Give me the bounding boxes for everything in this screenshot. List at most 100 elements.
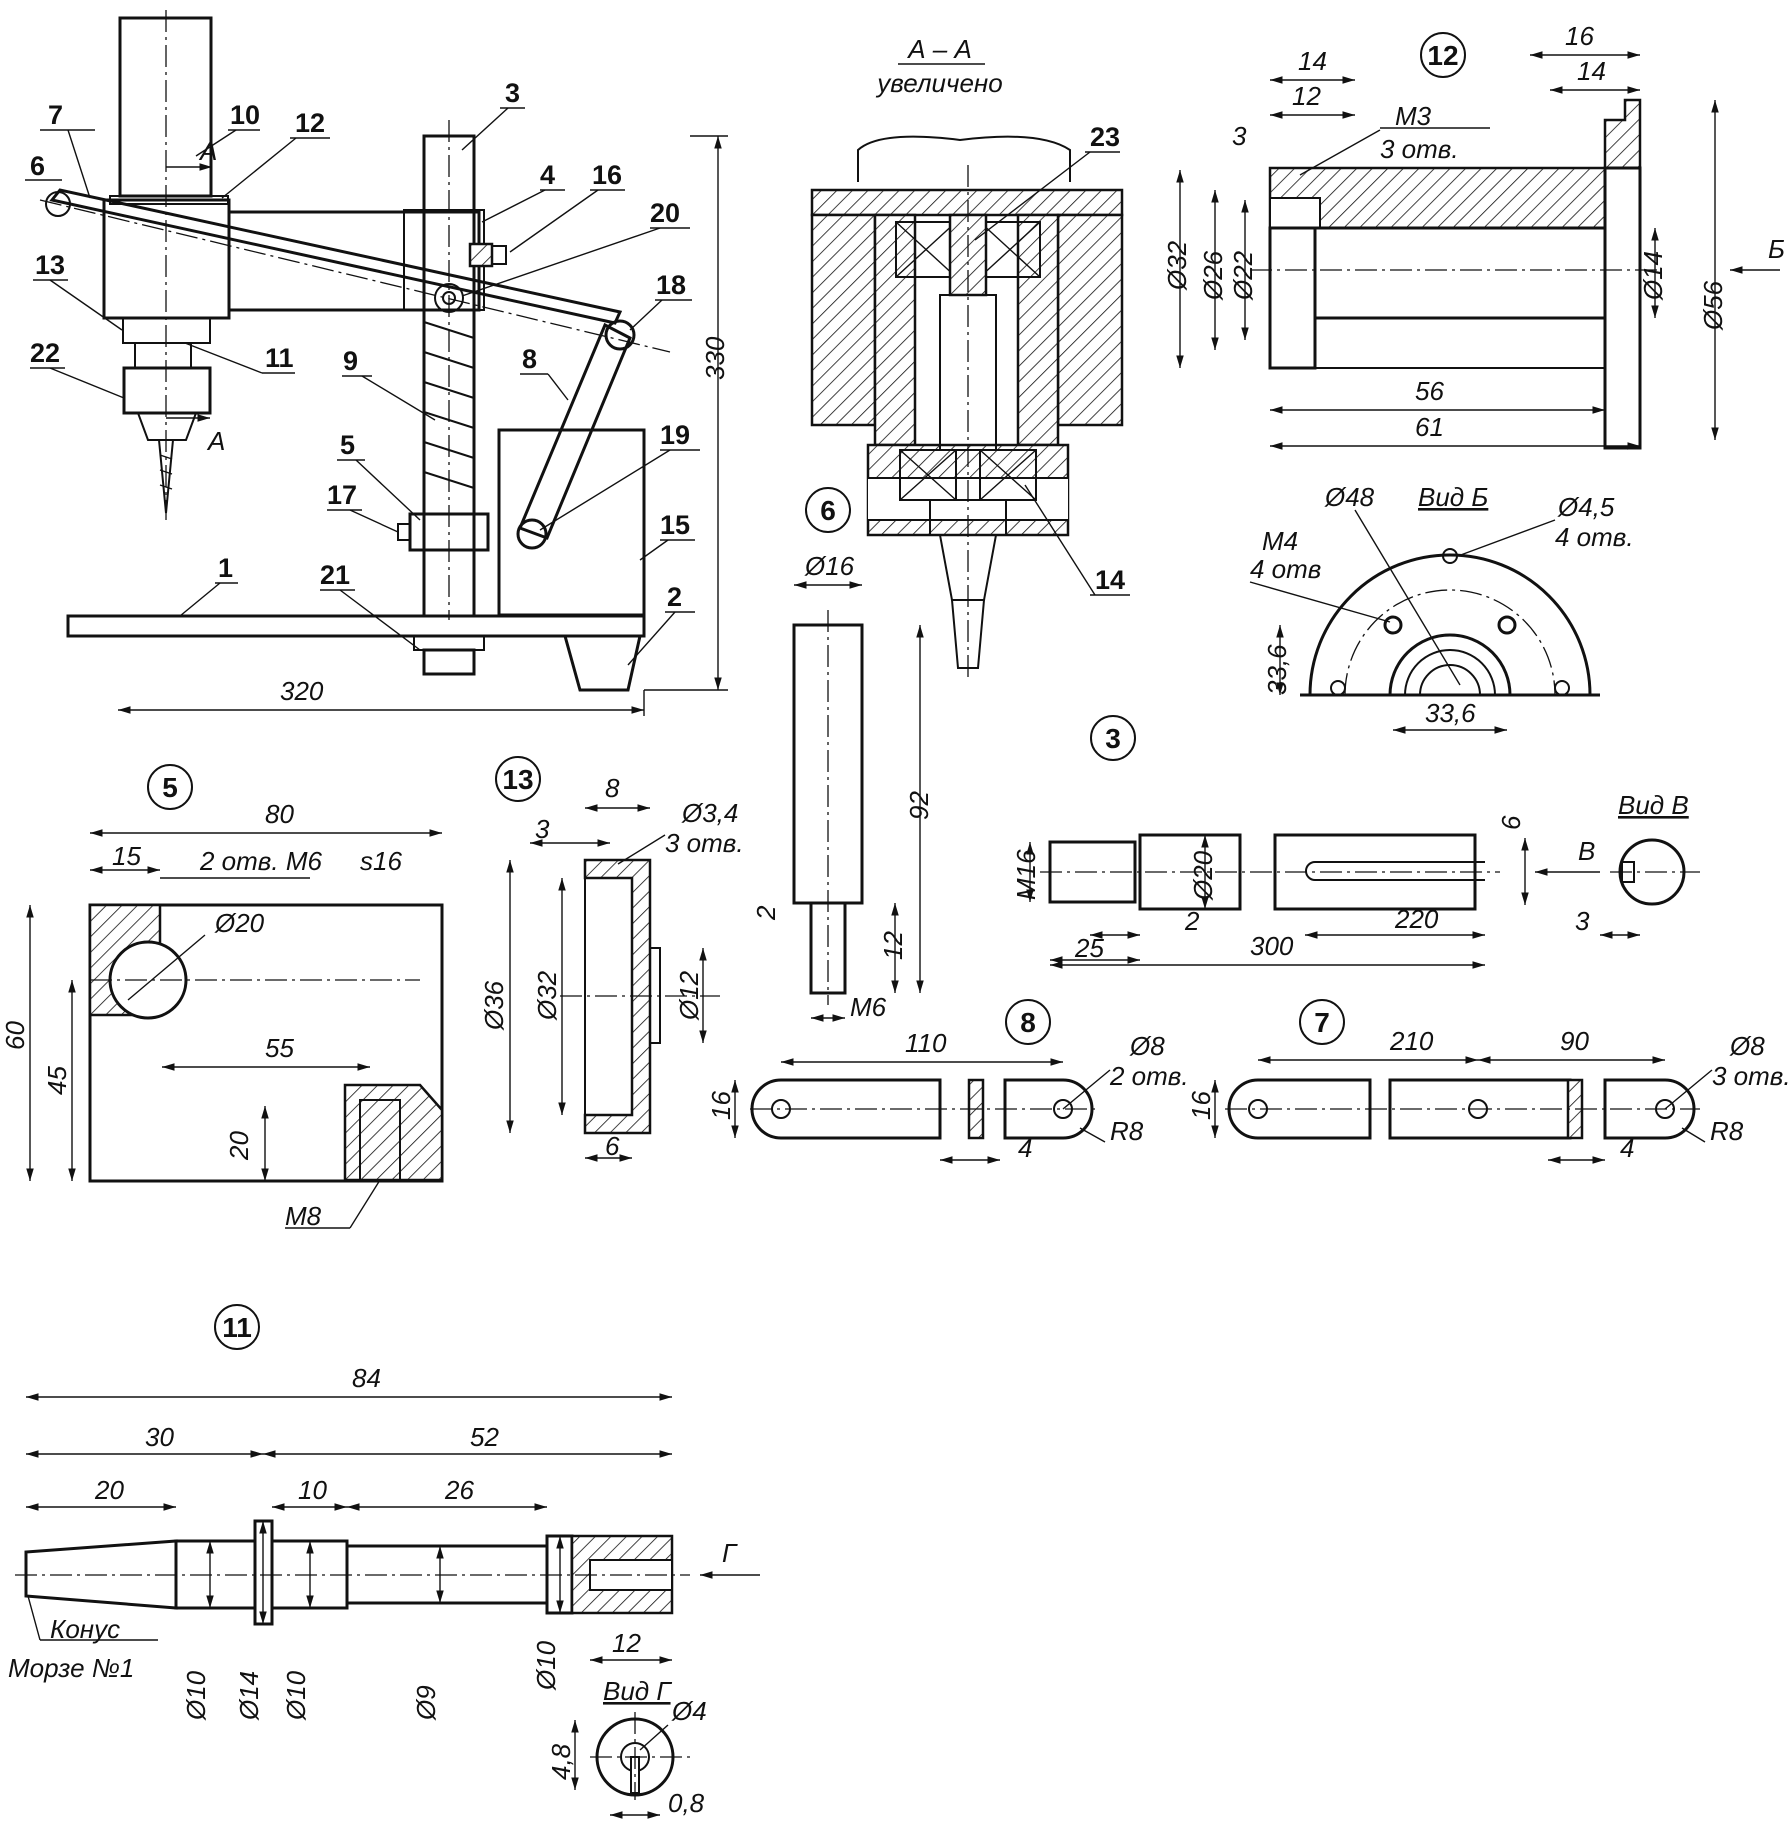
pos-label: 13 [35, 250, 65, 280]
dim: Ø56 [1698, 280, 1728, 331]
part-5: 5 80 15 2 отв. М6 s16 Ø20 60 45 55 20 M8 [0, 764, 444, 1231]
dim: Ø8 [1729, 1031, 1765, 1061]
pos-bearing-bottom: 14 [1095, 565, 1125, 595]
dim-overall-height: 330 [700, 336, 730, 380]
position-labels: 7 6 10 12 3 4 16 20 18 13 11 22 9 [25, 78, 700, 666]
dim: 90 [1560, 1026, 1589, 1056]
dim: 84 [352, 1363, 381, 1393]
pos-label: 1 [218, 553, 233, 583]
dim: 3 [535, 814, 550, 844]
pos-label: 19 [660, 420, 690, 450]
dim: 12 [878, 931, 908, 960]
dim: 25 [1074, 933, 1104, 963]
dim: 2 [1184, 906, 1200, 936]
view-g-title: Вид Г [603, 1676, 672, 1706]
dim: s16 [360, 846, 402, 876]
dim: 61 [1415, 412, 1444, 442]
block [88, 903, 444, 1183]
pos-label: 5 [340, 430, 355, 460]
view-arrow-b: Б [1768, 234, 1785, 264]
dim: 30 [145, 1422, 174, 1452]
dim: Ø10 [181, 1670, 211, 1721]
dim: 300 [1250, 931, 1294, 961]
pos-bearing-top: 23 [1090, 122, 1120, 152]
pos-label: 21 [320, 560, 350, 590]
dim: 3 отв. [1712, 1061, 1791, 1091]
assembly-view: 330 320 А А 7 6 10 12 3 4 16 20 [25, 10, 730, 716]
dim: 33,6 [1262, 644, 1292, 695]
dim: 16 [706, 1091, 736, 1120]
pos-label: 8 [522, 344, 537, 374]
dim: Ø22 [1228, 250, 1258, 301]
pos-label: 4 [540, 160, 555, 190]
part-13: 13 8 3 Ø3,4 3 отв. Ø36 Ø32 Ø12 6 [479, 756, 744, 1162]
dim: 6 [1496, 815, 1526, 830]
dim: Ø20 [214, 908, 265, 938]
dim: Ø3,4 [681, 798, 738, 828]
dim: 20 [94, 1475, 124, 1505]
dim: Ø32 [1162, 240, 1192, 291]
part-number: 7 [1314, 1007, 1330, 1038]
dim: 4 [1018, 1133, 1032, 1163]
pos-label: 22 [30, 338, 60, 368]
dim: 52 [470, 1422, 499, 1452]
dim: 4 отв. [1555, 522, 1634, 552]
part-number: 8 [1020, 1007, 1036, 1038]
dim: Ø26 [1198, 250, 1228, 301]
part-number: 5 [162, 772, 178, 803]
dim: Ø16 [804, 551, 855, 581]
dim: Ø14 [1638, 251, 1668, 301]
dim: 3 отв. [665, 828, 744, 858]
pos-label: 6 [30, 151, 45, 181]
dim: 12 [612, 1628, 641, 1658]
pos-label: 20 [650, 198, 680, 228]
pos-label: 3 [505, 78, 520, 108]
dim: M6 [850, 992, 887, 1022]
dim-overall-width: 320 [280, 676, 324, 706]
dim: Ø10 [531, 1640, 561, 1691]
dim: 3 [1575, 906, 1590, 936]
dim: M3 [1395, 101, 1432, 131]
pos-label: 12 [295, 108, 325, 138]
part-6: 6 Ø16 92 2 12 M6 [751, 487, 934, 1022]
dim: Ø4,5 [1557, 492, 1615, 522]
part-8: 8 110 Ø8 2 отв. 16 4 R8 [706, 999, 1189, 1164]
pos-label: 17 [327, 480, 357, 510]
dim: 6 [605, 1131, 620, 1161]
dim: 8 [605, 773, 620, 803]
part-number: 11 [222, 1312, 252, 1343]
base-plate [66, 614, 646, 638]
pos-label: 10 [230, 100, 260, 130]
dim: 12 [1292, 81, 1321, 111]
chuck [122, 366, 212, 415]
pos-label: 2 [667, 582, 682, 612]
pos-label: 18 [656, 270, 686, 300]
view-arrow-g: Г [722, 1538, 738, 1568]
dim: Ø32 [532, 970, 562, 1021]
part-number: 3 [1105, 723, 1121, 754]
dim: 60 [0, 1021, 30, 1050]
dim: Ø9 [411, 1685, 441, 1721]
dim: Ø12 [674, 970, 704, 1021]
dim: M8 [285, 1201, 322, 1231]
dim: Ø10 [281, 1670, 311, 1721]
dim: 15 [112, 841, 141, 871]
dim: Ø20 [1188, 850, 1218, 901]
section-subtitle: увеличено [875, 68, 1002, 98]
part-number: 13 [502, 764, 533, 795]
dim: 16 [1186, 1091, 1216, 1120]
part-number: 12 [1427, 40, 1458, 71]
part-11: 11 84 30 52 20 10 26 12 Ø10 Ø14 Ø10 Ø9 Ø… [8, 1304, 760, 1819]
pos-label: 9 [343, 346, 358, 376]
dim: 3 [1232, 121, 1247, 151]
note-cone: Конус [50, 1614, 120, 1644]
dim: 16 [1565, 21, 1594, 51]
part-number: 6 [820, 495, 836, 526]
pos-label: 15 [660, 510, 690, 540]
dim: 14 [1298, 46, 1327, 76]
dim: 14 [1577, 56, 1606, 86]
dim: R8 [1710, 1116, 1744, 1146]
dim: 10 [298, 1475, 327, 1505]
pos-label: 16 [592, 160, 622, 190]
dim: 0,8 [668, 1788, 705, 1818]
